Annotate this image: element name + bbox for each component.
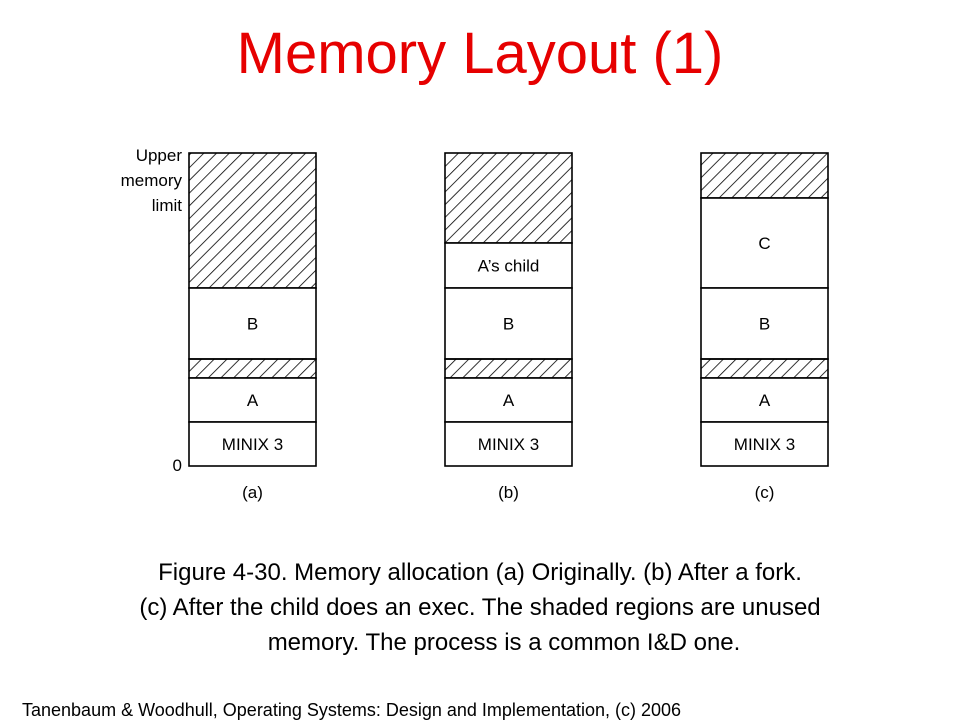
upper-limit-line-1: Upper xyxy=(136,146,183,165)
slide-title: Memory Layout (1) xyxy=(236,21,724,86)
region-label: B xyxy=(247,315,258,334)
region-label: A’s child xyxy=(478,257,540,276)
caption-line-1: Figure 4-30. Memory allocation (a) Origi… xyxy=(158,559,802,586)
memory-column-c: C B A MINIX 3 (c) xyxy=(700,152,829,502)
memory-region-c xyxy=(700,197,829,289)
memory-region-minix-3 xyxy=(188,421,317,467)
column-caption: (a) xyxy=(242,483,263,502)
column-caption: (c) xyxy=(755,483,775,502)
memory-region-a xyxy=(700,377,829,423)
column-caption: (b) xyxy=(498,483,519,502)
upper-memory-limit-label: Upper memory limit xyxy=(121,146,183,215)
memory-region-b xyxy=(700,287,829,360)
region-label: B xyxy=(759,315,770,334)
unused-memory-region xyxy=(700,358,829,379)
region-label: A xyxy=(247,391,259,410)
region-label: A xyxy=(759,391,771,410)
zero-address-label: 0 xyxy=(173,456,182,475)
upper-limit-line-3: limit xyxy=(152,196,182,215)
unused-memory-region xyxy=(444,152,573,244)
region-label: MINIX 3 xyxy=(734,435,795,454)
figure-caption: Figure 4-30. Memory allocation (a) Origi… xyxy=(0,556,960,660)
memory-region-a xyxy=(188,377,317,423)
unused-memory-region xyxy=(700,152,829,199)
region-label: C xyxy=(758,234,770,253)
unused-memory-region xyxy=(188,358,317,379)
region-label: MINIX 3 xyxy=(222,435,283,454)
unused-memory-region xyxy=(444,358,573,379)
caption-line-3: memory. The process is a common I&D one. xyxy=(267,628,741,656)
region-label: MINIX 3 xyxy=(478,435,539,454)
memory-column-a: B A MINIX 3 (a) xyxy=(188,152,317,502)
memory-region-b xyxy=(188,287,317,360)
region-label: A xyxy=(503,391,515,410)
region-label: B xyxy=(503,315,514,334)
memory-region-minix-3 xyxy=(444,421,573,467)
unused-memory-region xyxy=(188,152,317,289)
footer-citation: Tanenbaum & Woodhull, Operating Systems:… xyxy=(22,700,682,720)
upper-limit-line-2: memory xyxy=(121,171,183,190)
memory-region-minix-3 xyxy=(700,421,829,467)
memory-layout-diagram: Upper memory limit 0 B A MINIX 3 (a) A’s chi… xyxy=(121,146,829,502)
caption-line-2: (c) After the child does an exec. The sh… xyxy=(139,593,821,621)
